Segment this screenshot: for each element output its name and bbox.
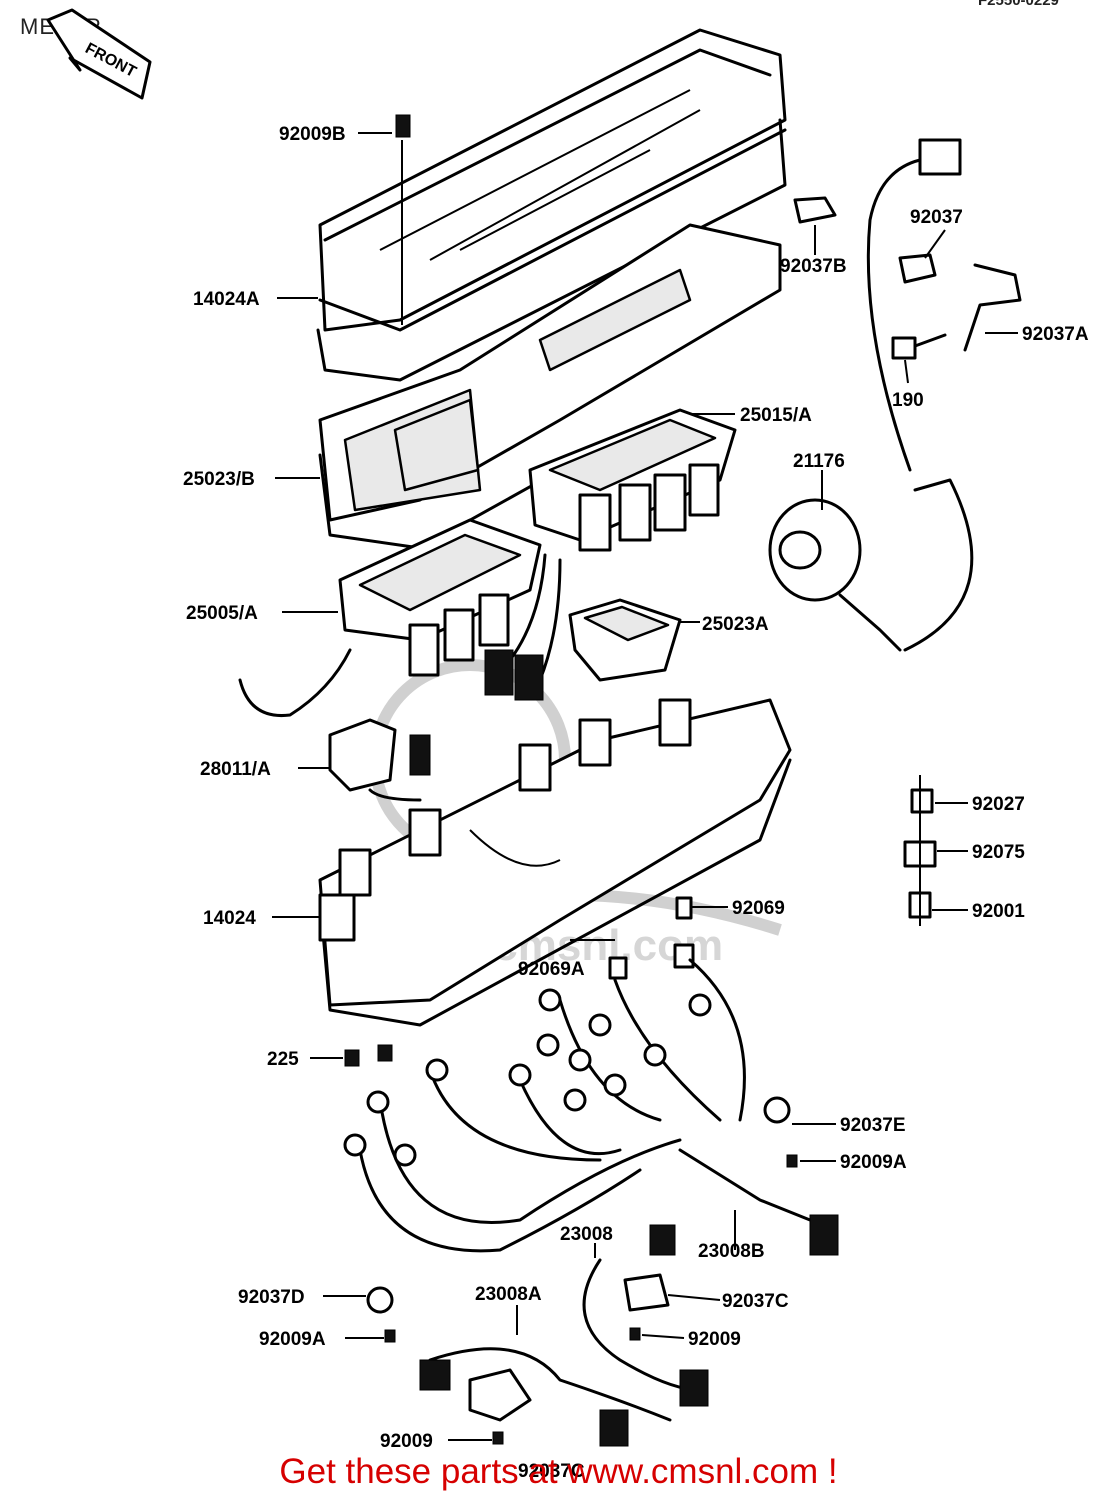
screws-92009 <box>395 114 641 1445</box>
callout-92009A-right: 92009A <box>840 1152 907 1173</box>
callout-92027: 92027 <box>972 794 1025 815</box>
callout-92069A: 92069A <box>518 959 585 980</box>
clamp-92037E <box>763 1096 798 1168</box>
callout-92037C-right: 92037C <box>722 1291 789 1312</box>
callout-25023B: 25023/B <box>183 469 255 490</box>
callout-23008A: 23008A <box>475 1284 542 1305</box>
gauge-25005 <box>338 518 542 677</box>
bracket-92037A <box>963 263 1022 352</box>
callout-92009A-left: 92009A <box>259 1329 326 1350</box>
clamp-92037 <box>898 253 937 284</box>
screws-225 <box>344 1044 393 1067</box>
callout-14024: 14024 <box>203 908 256 929</box>
callout-225: 225 <box>267 1049 299 1070</box>
callout-23008B: 23008B <box>698 1241 765 1262</box>
callout-190: 190 <box>892 390 924 411</box>
front-arrow-icon: FRONT <box>46 8 152 100</box>
small-lens-25023A <box>568 598 682 682</box>
callout-92069: 92069 <box>732 898 785 919</box>
bulb-socket-28011 <box>238 648 431 802</box>
damper-stack <box>903 775 937 926</box>
callout-92037A: 92037A <box>1022 324 1089 345</box>
callout-labels: 92009B 14024A 25023/B 25015/A 21176 9203… <box>183 124 1089 1482</box>
leader-lines <box>272 132 1018 1441</box>
callout-92009B: 92009B <box>279 124 346 145</box>
callout-92037: 92037 <box>910 207 963 228</box>
callout-92037E: 92037E <box>840 1115 906 1136</box>
callout-92037B: 92037B <box>780 256 847 277</box>
callout-25023A: 25023A <box>702 614 769 635</box>
speedo-gear-21176 <box>768 138 974 652</box>
meter-lens-tray <box>318 223 782 550</box>
callout-92037C-bottom: 92037C <box>518 1461 585 1482</box>
center-connector-bundle <box>484 553 562 701</box>
callout-28011A: 28011/A <box>200 759 271 780</box>
meter-upper-cover <box>316 28 787 382</box>
meter-lower-case <box>318 698 792 1027</box>
callout-25005A: 25005/A <box>186 603 258 624</box>
harness-23008A <box>419 1224 709 1447</box>
callout-25015A: 25015/A <box>740 405 812 426</box>
plate-code: F2550-0229 <box>978 0 1059 9</box>
clamp-92037B <box>793 196 837 224</box>
callout-21176: 21176 <box>793 451 845 472</box>
wire-harness-23008 <box>343 958 839 1256</box>
promo-link[interactable]: Get these parts at www.cmsnl.com ! <box>279 1452 838 1491</box>
callout-92009-right: 92009 <box>688 1329 741 1350</box>
callout-92001: 92001 <box>972 901 1025 922</box>
clamp-92037D <box>366 1286 396 1343</box>
callout-14024A: 14024A <box>193 289 260 310</box>
callout-92037D: 92037D <box>238 1287 305 1308</box>
bolt-190 <box>891 333 947 360</box>
callout-92075: 92075 <box>972 842 1025 863</box>
small-bulbs <box>608 896 695 980</box>
callout-92009-bottom: 92009 <box>380 1431 433 1452</box>
callout-23008: 23008 <box>560 1224 613 1245</box>
gauge-25015 <box>528 408 737 552</box>
bulb-socket-group <box>343 988 712 1167</box>
